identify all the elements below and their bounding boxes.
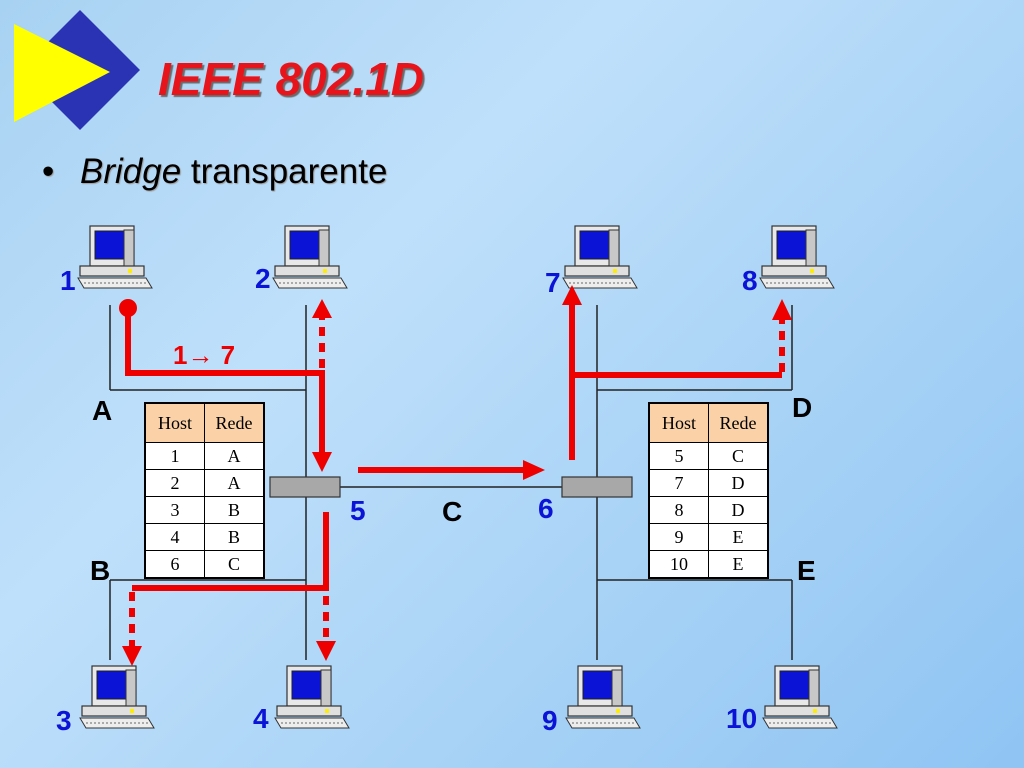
table-row: 3 B [144, 496, 265, 524]
table-header-host: Host [648, 402, 709, 443]
table-header-host: Host [144, 402, 205, 443]
table-cell: C [204, 550, 265, 579]
flow-label: 1→ 7 [173, 340, 235, 370]
segment-label-c: C [442, 496, 462, 527]
table-cell: D [708, 469, 769, 497]
computer-icon-host-2 [272, 225, 348, 289]
table-cell: 8 [648, 496, 709, 524]
host-label-1: 1 [60, 265, 76, 296]
table-cell: B [204, 523, 265, 551]
table-row: 9 E [648, 523, 769, 551]
table-header-rede: Rede [204, 402, 265, 443]
computer-icon-host-4 [274, 665, 350, 729]
port-label-6: 6 [538, 493, 554, 524]
table-cell: 9 [648, 523, 709, 551]
table-cell: 10 [648, 550, 709, 579]
table-cell: 2 [144, 469, 205, 497]
bullet-marker: • [42, 152, 55, 191]
network-cables [109, 305, 793, 660]
computer-icon-host-8 [759, 225, 835, 289]
bridge-right [561, 476, 633, 498]
table-row: 10 E [648, 550, 769, 579]
table-row: 6 C [144, 550, 265, 579]
bullet-item: • Bridge transparente [42, 152, 387, 192]
table-cell: C [708, 442, 769, 470]
host-label-9: 9 [542, 705, 558, 736]
table-cell: 5 [648, 442, 709, 470]
host-label-4: 4 [253, 703, 269, 734]
computer-icon-host-10 [762, 665, 838, 729]
table-cell: E [708, 523, 769, 551]
frame-arrowheads [119, 285, 792, 666]
table-cell: 7 [648, 469, 709, 497]
port-label-5: 5 [350, 495, 366, 526]
table-row: 5 C [648, 442, 769, 470]
table-row: 2 A [144, 469, 265, 497]
segment-label-e: E [797, 555, 816, 586]
segment-label-b: B [90, 555, 110, 586]
table-row: 1 A [144, 442, 265, 470]
frame-path [125, 305, 785, 648]
computer-icon-host-1 [77, 225, 153, 289]
host-label-7: 7 [545, 267, 561, 298]
table-header-rede: Rede [708, 402, 769, 443]
bridge-table-right: Host Rede 5 C 7 D 8 D 9 E 10 E [648, 402, 769, 579]
computer-icon-host-3 [79, 665, 155, 729]
host-label-2: 2 [255, 263, 271, 294]
bridge-left [269, 476, 341, 498]
computer-icon-host-7 [562, 225, 638, 289]
table-row: 4 B [144, 523, 265, 551]
table-cell: 4 [144, 523, 205, 551]
logo-icon [14, 10, 140, 130]
table-cell: E [708, 550, 769, 579]
bridge-table-left: Host Rede 1 A 2 A 3 B 4 B 6 C [144, 402, 265, 579]
host-label-3: 3 [56, 705, 72, 736]
table-cell: B [204, 496, 265, 524]
table-cell: A [204, 469, 265, 497]
host-label-8: 8 [742, 265, 758, 296]
table-cell: D [708, 496, 769, 524]
table-cell: 6 [144, 550, 205, 579]
slide-title: IEEE 802.1D [158, 53, 424, 105]
segment-label-a: A [92, 395, 112, 426]
table-cell: 1 [144, 442, 205, 470]
table-cell: A [204, 442, 265, 470]
computer-icon-host-9 [565, 665, 641, 729]
table-row: 7 D [648, 469, 769, 497]
table-row: 8 D [648, 496, 769, 524]
segment-label-d: D [792, 392, 812, 423]
bullet-emphasis: Bridge [80, 152, 182, 191]
bullet-text: transparente [181, 152, 388, 191]
host-label-10: 10 [726, 703, 757, 734]
table-cell: 3 [144, 496, 205, 524]
